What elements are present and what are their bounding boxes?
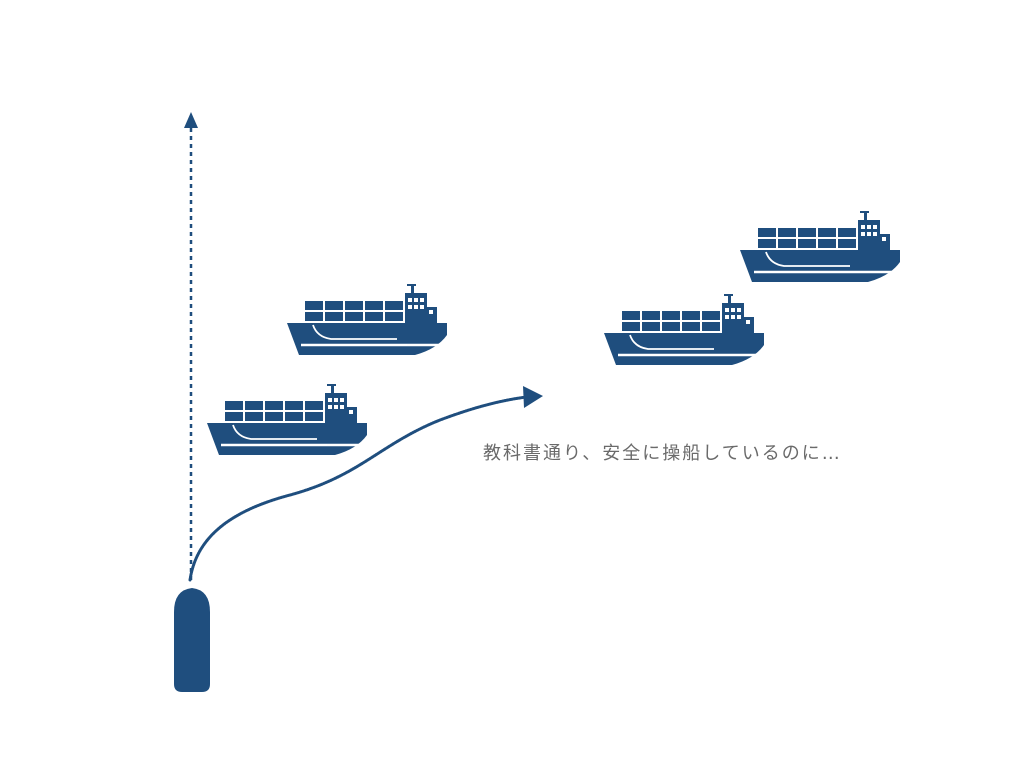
planned-course-arrowhead [184,112,198,128]
container-ship-icon [285,282,449,357]
planned-course-line [184,112,198,580]
container-ship-icon [738,209,902,284]
container-ship-icon [205,382,369,457]
container-ship-icon [602,292,766,367]
actual-course-arrowhead [523,386,543,408]
own-ship-icon [174,588,210,692]
actual-course-line [188,386,543,582]
caption-text: 教科書通り、安全に操船しているのに… [483,443,842,464]
